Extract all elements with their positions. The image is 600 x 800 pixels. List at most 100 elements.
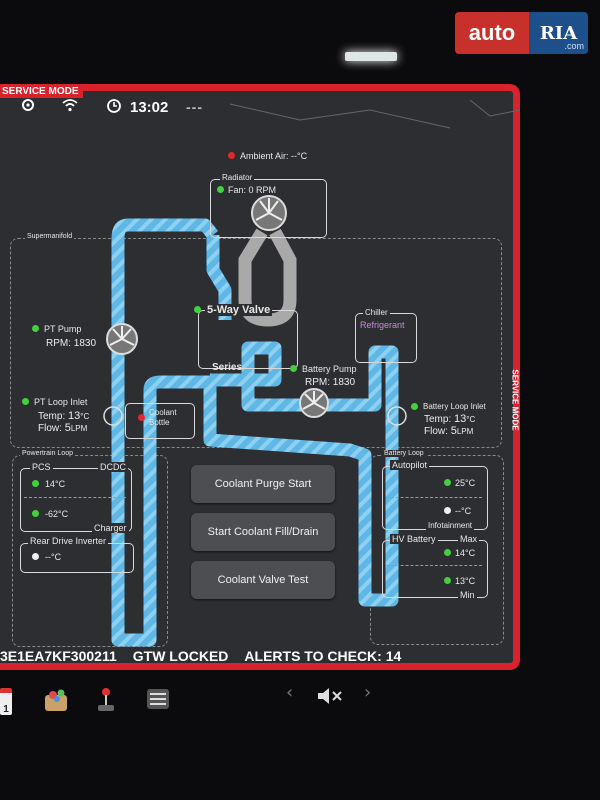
battery-pump-rpm-label: RPM: [305, 377, 330, 388]
watermark-auto: auto [455, 12, 529, 54]
coolant-valve-test-button[interactable]: Coolant Valve Test [191, 561, 335, 599]
radiator-title: Radiator [220, 173, 255, 182]
pt-pump-rpm: RPM: 1830 [46, 338, 96, 349]
service-mode-top-label: SERVICE MODE [0, 86, 83, 98]
dcdc-label: DCDC [98, 462, 128, 472]
pt-loop-inlet-flow: Flow: 5LPM [38, 422, 87, 434]
radiator-fan-dot [217, 186, 224, 193]
autopilot-separator [386, 497, 482, 498]
ambient-label: Ambient Air: [240, 151, 289, 161]
ambient-air-readout: Ambient Air: --°C [240, 151, 307, 161]
battery-loop-inlet-flow-unit: LPM [456, 427, 474, 436]
rear-drive-inverter-label: Rear Drive Inverter [28, 536, 109, 546]
vin-text: 3E1EA7KF300211 [0, 648, 117, 664]
pt-loop-inlet-temp-unit: °C [80, 412, 90, 421]
pcs-dcdc-box [20, 468, 132, 532]
five-way-valve-dot [194, 306, 201, 313]
alerts-count: ALERTS TO CHECK: 14 [244, 648, 402, 664]
pt-loop-inlet-temp-value: 13 [68, 410, 81, 422]
infotainment-temp-dot [444, 507, 451, 514]
ambient-value: --°C [291, 151, 308, 161]
battery-loop-inlet-temp-unit: °C [466, 415, 476, 424]
pcs-temp-value: 14°C [45, 479, 66, 489]
autopilot-temp-dot [444, 479, 451, 486]
ceiling-light [345, 52, 397, 61]
watermark-ria: RIA.com [529, 12, 588, 54]
battery-loop-inlet-temp-value: 13 [454, 413, 467, 425]
wifi-icon[interactable] [62, 98, 78, 112]
battery-loop-inlet-flow-value: 5 [450, 425, 457, 437]
sentry-mode-icon[interactable] [20, 98, 36, 112]
pt-pump-rpm-label: RPM: [46, 338, 71, 349]
coolant-purge-start-button[interactable]: Coolant Purge Start [191, 465, 335, 503]
pt-pump-rpm-value: 1830 [73, 338, 97, 349]
battery-loop-inlet-temp-label: Temp: [424, 414, 452, 425]
pt-pump-title: PT Pump [44, 324, 82, 334]
app-launcher-icon[interactable] [146, 688, 170, 710]
status-extra: --- [186, 99, 203, 115]
battery-loop-inlet-dot [411, 403, 418, 410]
coolant-bottle-label: Coolant Bottle [149, 408, 177, 427]
five-way-valve-label: 5-Way Valve [205, 304, 273, 316]
volume-muted-icon[interactable] [316, 686, 344, 706]
service-footer: 3E1EA7KF300211 GTW LOCKED ALERTS TO CHECK:… [0, 648, 417, 664]
volume-up-arrow[interactable]: › [364, 682, 372, 703]
gtw-status: GTW LOCKED [132, 648, 229, 664]
infotainment-label: Infotainment [426, 521, 475, 530]
hv-battery-max-value: 14°C [455, 548, 476, 558]
joystick-icon[interactable] [95, 686, 117, 714]
battery-loop-inlet-temp: Temp: 13°C [424, 413, 475, 425]
start-coolant-fill-drain-button[interactable]: Start Coolant Fill/Drain [191, 513, 335, 551]
watermark-ria-text: RIA [539, 22, 578, 44]
hv-battery-max-label: Max [458, 534, 480, 544]
toybox-icon[interactable] [42, 687, 70, 713]
infotainment-temp-value: --°C [455, 506, 472, 516]
hv-battery-min-dot [444, 577, 451, 584]
hv-battery-separator [386, 565, 482, 566]
calendar-icon[interactable]: 1 [0, 688, 12, 715]
autopilot-temp-value: 25°C [455, 478, 476, 488]
hv-battery-label: HV Battery [390, 534, 438, 544]
battery-pump-rpm: RPM: 1830 [305, 377, 355, 388]
hv-battery-min-value: 13°C [455, 576, 476, 586]
battery-pump-dot [290, 365, 297, 372]
watermark-domain: .com [564, 41, 584, 51]
auto-ria-watermark: auto RIA.com [455, 12, 588, 54]
rear-drive-inverter-dot [32, 553, 39, 560]
status-time: 13:02 [130, 99, 169, 116]
battery-loop-inlet-flow: Flow: 5LPM [424, 425, 473, 437]
five-way-valve-box [198, 310, 298, 369]
pcs-separator [24, 497, 126, 498]
dcdc-temp-dot [32, 510, 39, 517]
powertrain-loop-box [12, 455, 168, 647]
supermanifold-title: Supermanifold [25, 233, 75, 240]
battery-loop-inlet-flow-label: Flow: [424, 426, 448, 437]
charger-label: Charger [92, 523, 129, 533]
powertrain-loop-title: Powertrain Loop [20, 450, 75, 457]
autopilot-label: Autopilot [390, 460, 430, 470]
volume-down-arrow[interactable]: ‹ [286, 682, 294, 703]
pt-loop-inlet-dot [22, 398, 29, 405]
coolant-bottle-dot [138, 414, 145, 421]
chiller-mode: Refrigerant [360, 320, 405, 330]
hv-battery-min-label: Min [458, 590, 477, 600]
calendar-day: 1 [3, 704, 9, 715]
bottom-dock: 1 ‹ › [0, 680, 520, 720]
pt-loop-inlet-temp: Temp: 13°C [38, 410, 89, 422]
battery-pump-icon [299, 388, 329, 418]
map-lines-decoration [229, 100, 521, 129]
pt-loop-sensor-icon [103, 406, 123, 426]
battery-loop-title: Battery Loop [382, 450, 426, 457]
five-way-valve-mode: Series [212, 362, 243, 373]
radiator-box [210, 179, 327, 238]
ambient-status-dot [228, 152, 235, 159]
pt-loop-inlet-flow-value: 5 [64, 422, 71, 434]
chiller-title: Chiller [363, 308, 390, 317]
pt-pump-icon [106, 323, 138, 355]
rear-drive-inverter-temp: --°C [45, 552, 62, 562]
radiator-fan-label: Fan: 0 RPM [228, 185, 277, 195]
pt-loop-inlet-flow-unit: LPM [70, 424, 88, 433]
pt-loop-inlet-title: PT Loop Inlet [34, 397, 88, 407]
pcs-label: PCS [30, 462, 53, 472]
battery-loop-inlet-title: Battery Loop Inlet [423, 402, 486, 411]
